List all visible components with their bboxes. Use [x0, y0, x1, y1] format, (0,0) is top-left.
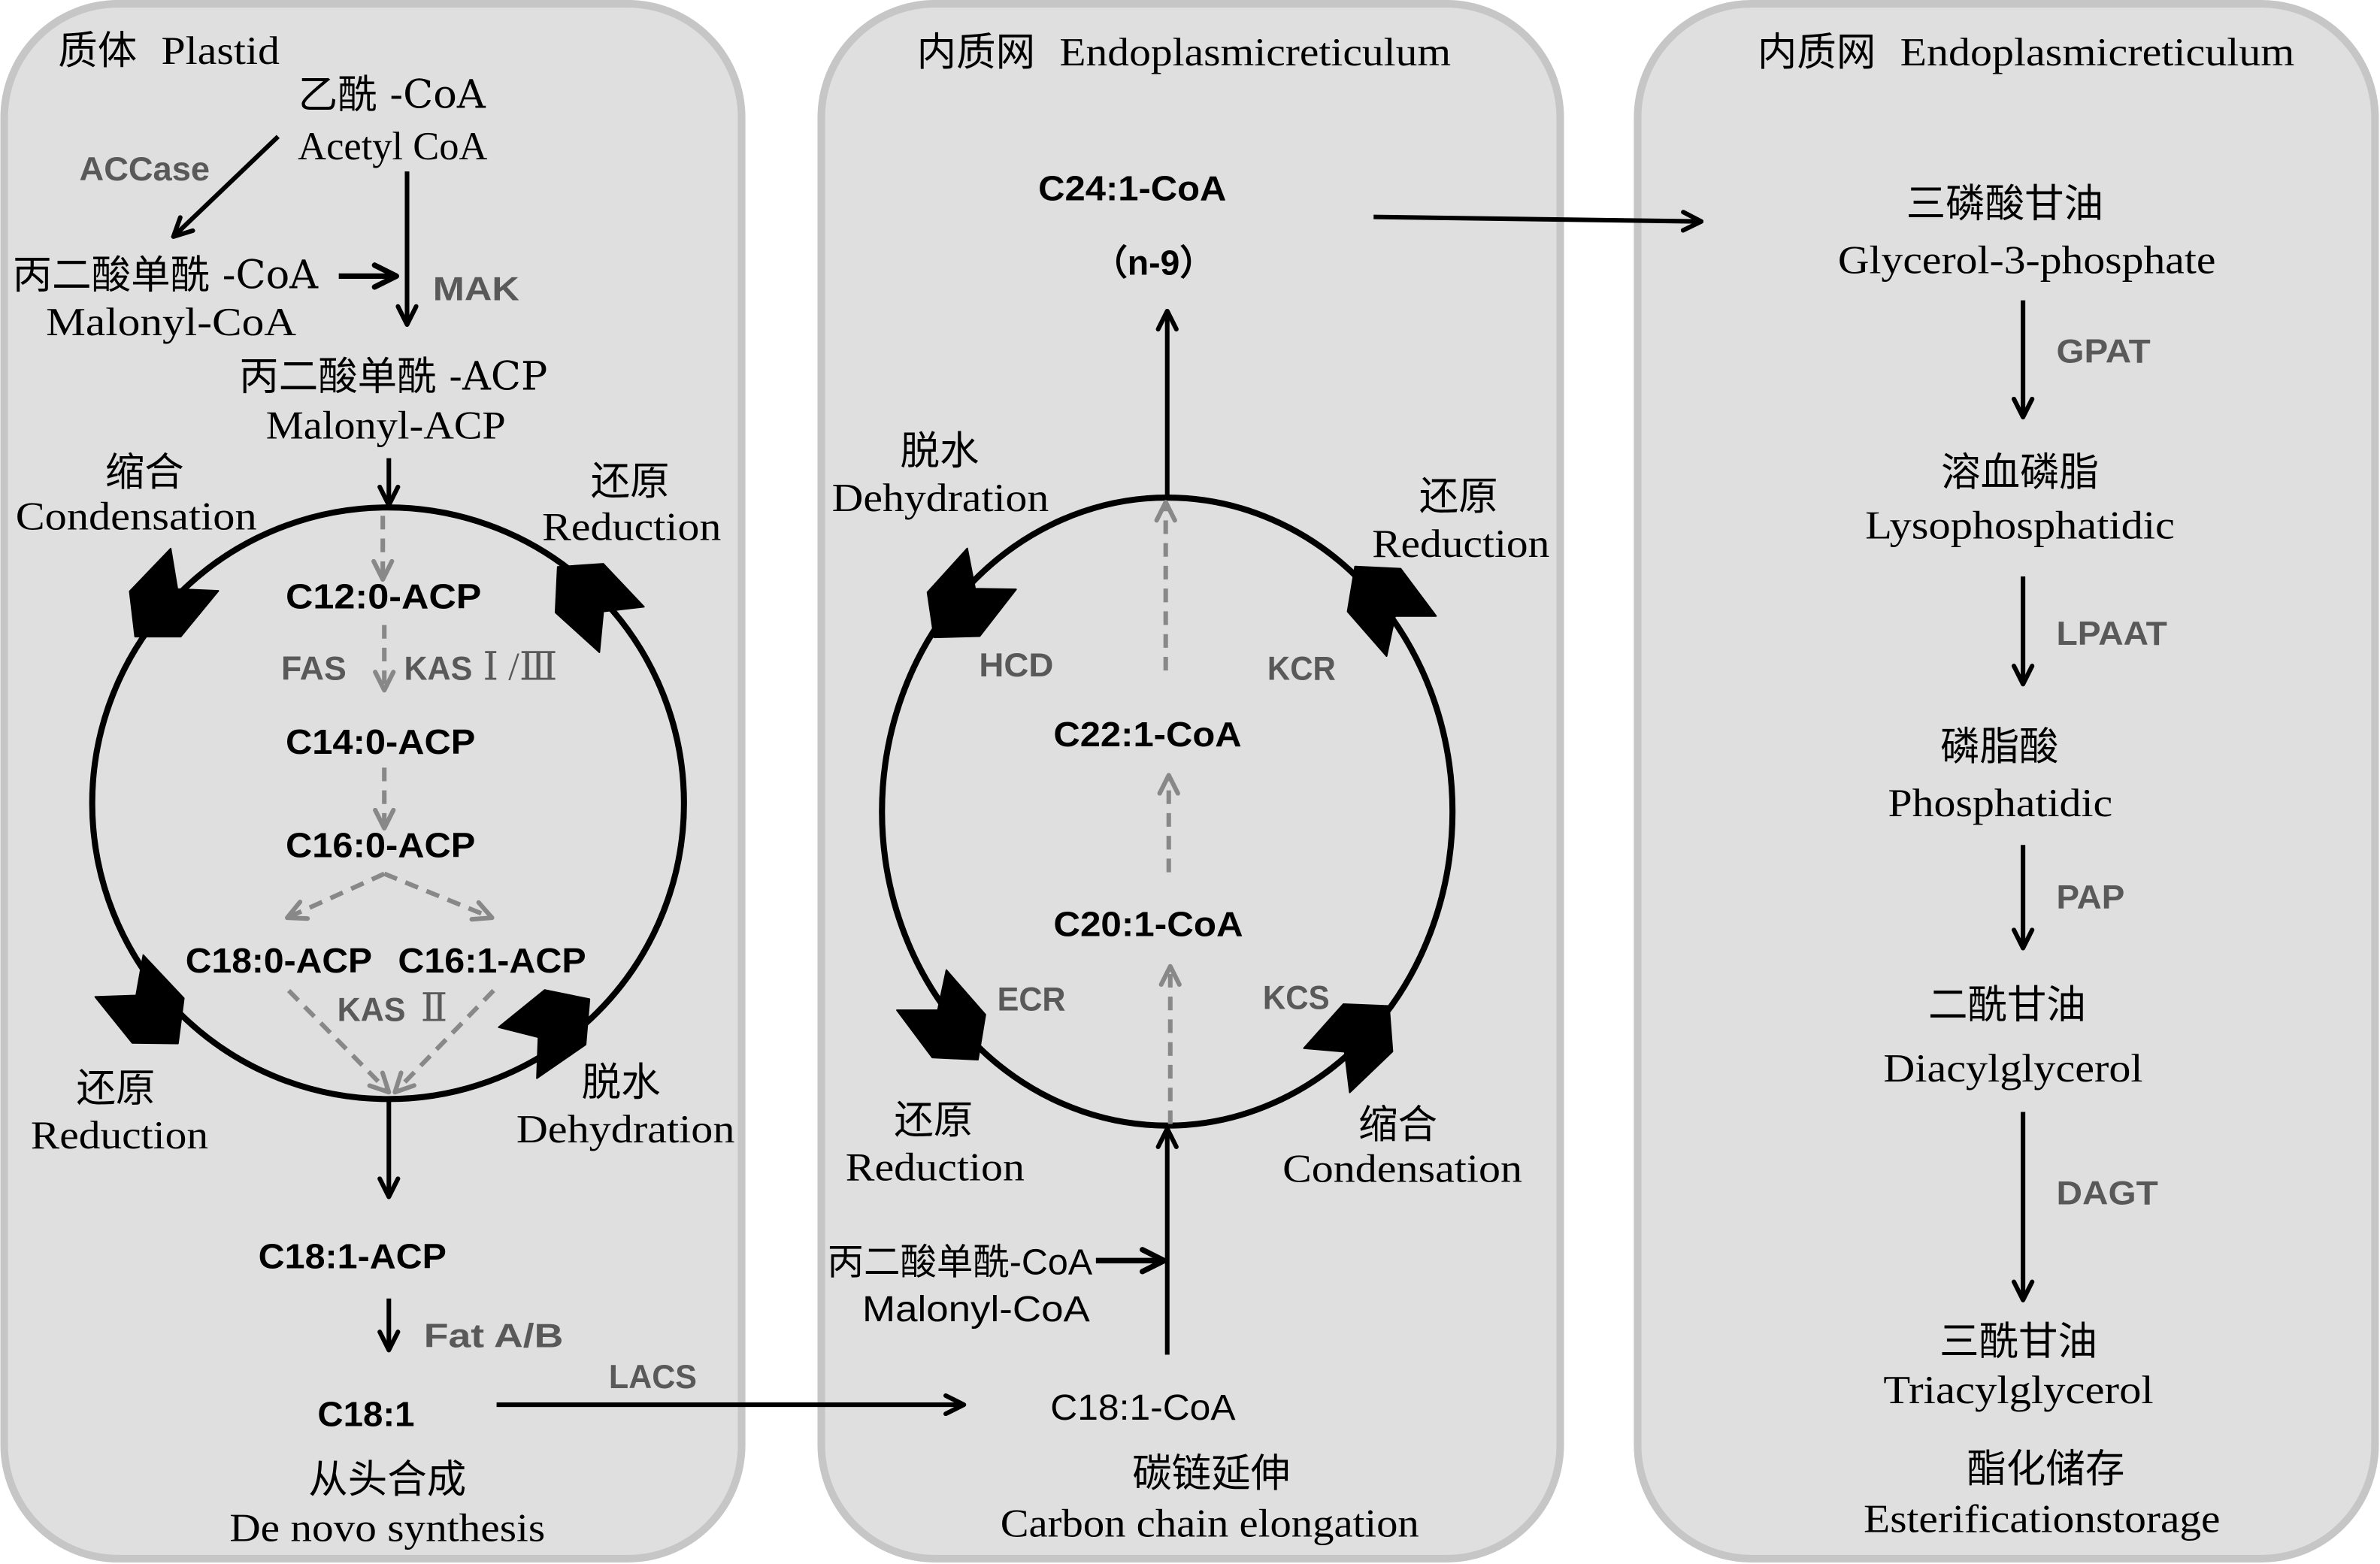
- metabolite-dag-cn: 二酰甘油: [1928, 982, 2086, 1027]
- acetyl-coa-cn: 乙酰 -CoA: [298, 71, 486, 117]
- malonyl-acp-en: Malonyl-ACP: [266, 404, 506, 447]
- elongation-caption-cn: 碳链延伸: [1132, 1451, 1290, 1496]
- intermediate-c16-0: C16:0-ACP: [286, 825, 475, 864]
- step-condensation-en: Condensation: [1282, 1147, 1522, 1190]
- intermediate-c14-0: C14:0-ACP: [286, 722, 475, 761]
- elongation-title-cn: 内质网: [917, 29, 1035, 75]
- enzyme-fas: FAS: [281, 650, 347, 687]
- dashed-arrow-to-c16-1: [383, 871, 495, 922]
- enzyme-kas-1-3-prefix: KAS: [404, 650, 472, 687]
- step-reduction-bottom-en: Reduction: [846, 1145, 1025, 1189]
- enzyme-kas-1-3-numeral: Ⅰ /Ⅲ: [483, 645, 557, 688]
- plastid-title-cn: 质体: [58, 28, 137, 74]
- enzyme-kas-2-numeral: Ⅱ: [421, 986, 448, 1030]
- free-fatty-acid-c18-1: C18:1: [317, 1394, 414, 1433]
- enzyme-ecr: ECR: [998, 981, 1066, 1018]
- enzyme-kas-2-prefix: KAS: [338, 991, 406, 1028]
- step-condensation-en: Condensation: [16, 495, 257, 538]
- metabolite-g3p-en: Glycerol-3-phosphate: [1838, 238, 2216, 282]
- malonyl-acp-cn: 丙二酸单酰 -ACP: [239, 354, 547, 400]
- enzyme-kcs: KCS: [1263, 979, 1330, 1016]
- panel-er-esterification: [1634, 0, 2379, 1562]
- step-condensation-cn: 缩合: [105, 449, 184, 495]
- malonyl-coa-cn: 丙二酸单酰-CoA: [828, 1242, 1093, 1282]
- plastid-caption-en: De novo synthesis: [229, 1507, 545, 1550]
- elongation-caption-en: Carbon chain elongation: [1001, 1502, 1419, 1546]
- step-reduction-top-en: Reduction: [542, 506, 721, 549]
- dashed-arrow-c16-1-to-c18-1: [392, 988, 495, 1095]
- malonyl-coa-cn: 丙二酸单酰 -CoA: [13, 253, 319, 298]
- dashed-arrow-to-c18-0: [285, 871, 386, 921]
- metabolite-lpa-cn: 溶血磷脂: [1941, 449, 2099, 495]
- cycle-arrowhead-reduction-bottom-icon: [94, 954, 185, 1045]
- enzyme-dagt: DAGT: [2057, 1175, 2158, 1212]
- step-dehydration-cn: 脱水: [900, 428, 979, 474]
- esterification-title-cn: 内质网: [1758, 29, 1876, 75]
- esterification-caption-en: Esterificationstorage: [1864, 1498, 2220, 1541]
- metabolite-tag-en: Triacylglycerol: [1883, 1369, 2153, 1412]
- step-dehydration-en: Dehydration: [516, 1108, 735, 1151]
- elongation-group: 内质网 Endoplasmicreticulum C24:1-CoA （n-9）…: [828, 29, 1704, 1546]
- elongation-cycle-ring: [879, 495, 1456, 1129]
- enzyme-pap: PAP: [2057, 879, 2125, 916]
- intermediate-c12-0: C12:0-ACP: [286, 576, 481, 616]
- esterification-caption-cn: 酯化储存: [1967, 1446, 2124, 1492]
- intermediate-c18-0: C18:0-ACP: [186, 941, 372, 980]
- esterification-group: 内质网 Endoplasmicreticulum 三磷酸甘油 Glycerol-…: [1758, 29, 2295, 1541]
- acetyl-coa-en: Acetyl CoA: [298, 125, 487, 168]
- metabolite-dag-en: Diacylglycerol: [1883, 1047, 2142, 1091]
- arrow-to-esterification: [1373, 210, 1704, 233]
- cycle-arrowhead-kcs-icon: [1303, 1003, 1394, 1094]
- plastid-group: 质体 Plastid 乙酰 -CoA Acetyl CoA ACCase 丙二酸…: [13, 28, 967, 1550]
- step-condensation-cn: 缩合: [1358, 1102, 1437, 1148]
- cycle-arrowhead-dehydration-icon: [498, 989, 591, 1079]
- metabolite-tag-cn: 三酰甘油: [1939, 1318, 2097, 1364]
- metabolite-lpa-en: Lysophosphatidic: [1865, 504, 2175, 548]
- metabolite-pa-en: Phosphatidic: [1888, 782, 2112, 825]
- plastid-caption-cn: 从头合成: [308, 1457, 466, 1502]
- enzyme-lacs: LACS: [609, 1359, 697, 1396]
- malonyl-coa-en: Malonyl-CoA: [862, 1289, 1091, 1330]
- cycle-arrowhead-kcr-icon: [1346, 565, 1437, 658]
- enzyme-accase: ACCase: [80, 151, 210, 188]
- step-reduction-bottom-cn: 还原: [76, 1065, 155, 1111]
- enzyme-gpat: GPAT: [2057, 333, 2151, 370]
- cycle-arrowhead-reduction-top-icon: [554, 563, 645, 653]
- step-reduction-top-cn: 还原: [591, 458, 670, 504]
- enzyme-mak: MAK: [433, 271, 519, 308]
- elongation-title-en: Endoplasmicreticulum: [1059, 31, 1451, 74]
- metabolite-g3p-cn: 三磷酸甘油: [1906, 181, 2103, 227]
- dashed-arrow-c18-0-to-c18-1: [286, 988, 392, 1095]
- step-reduction-bottom-cn: 还原: [894, 1097, 973, 1143]
- panel-plastid: [0, 0, 746, 1562]
- product-n9-note: （n-9）: [1092, 243, 1214, 282]
- enzyme-lpaat: LPAAT: [2057, 616, 2167, 652]
- intermediate-c22-1: C22:1-CoA: [1053, 715, 1241, 754]
- product-c24-1-coa: C24:1-CoA: [1038, 168, 1226, 207]
- cycle-arrowhead-condensation-icon: [129, 547, 220, 638]
- cycle-arrowhead-ecr-icon: [896, 969, 986, 1060]
- step-reduction-top-en: Reduction: [1372, 522, 1549, 566]
- step-reduction-bottom-en: Reduction: [31, 1114, 208, 1157]
- step-dehydration-en: Dehydration: [832, 476, 1049, 520]
- panel-er-elongation: [817, 0, 1564, 1562]
- plastid-title-en: Plastid: [162, 29, 280, 73]
- metabolite-pa-cn: 磷脂酸: [1940, 724, 2058, 770]
- enzyme-fat: Fat A/B: [424, 1317, 564, 1354]
- cycle-arrowhead-hcd-icon: [926, 547, 1017, 639]
- arrow-accase: [171, 135, 280, 239]
- step-reduction-top-cn: 还原: [1419, 473, 1498, 519]
- product-c18-1-acp: C18:1-ACP: [259, 1236, 447, 1275]
- intermediate-c16-1: C16:1-ACP: [398, 941, 586, 980]
- enzyme-kcr: KCR: [1267, 650, 1336, 687]
- esterification-title-en: Endoplasmicreticulum: [1900, 31, 2295, 74]
- malonyl-coa-en: Malonyl-CoA: [46, 301, 296, 344]
- enzyme-hcd: HCD: [979, 647, 1053, 684]
- step-dehydration-cn: 脱水: [582, 1059, 661, 1105]
- intermediate-c20-1: C20:1-CoA: [1053, 904, 1243, 943]
- substrate-c18-1-coa: C18:1-CoA: [1050, 1387, 1236, 1428]
